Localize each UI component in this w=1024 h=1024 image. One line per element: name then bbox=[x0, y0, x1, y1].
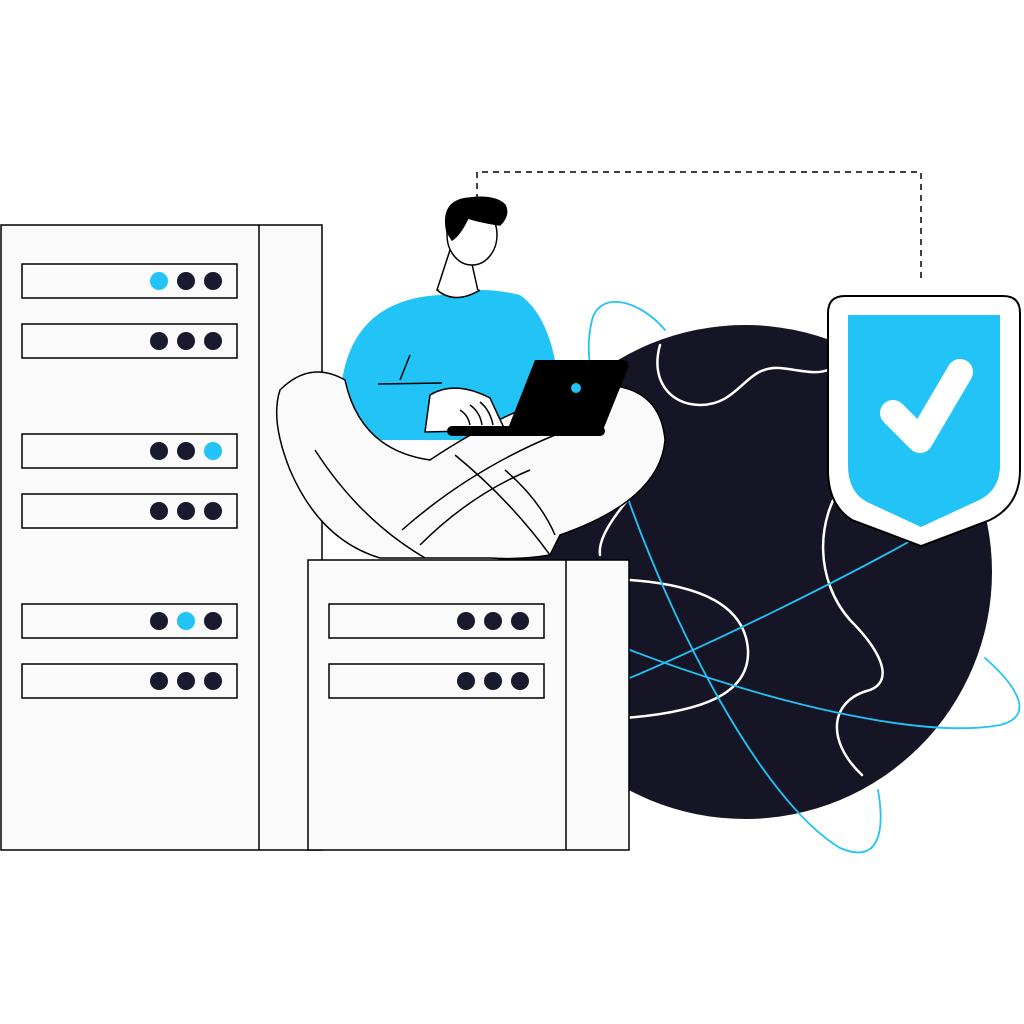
status-led-icon bbox=[204, 502, 222, 520]
status-led-icon bbox=[511, 672, 529, 690]
dashed-connector bbox=[476, 171, 922, 280]
server-slot bbox=[21, 663, 238, 699]
status-led-icon bbox=[177, 502, 195, 520]
status-led-icon bbox=[177, 672, 195, 690]
status-led-icon bbox=[204, 272, 222, 290]
status-led-icon bbox=[150, 272, 168, 290]
server-rack-left bbox=[0, 224, 323, 851]
status-led-icon bbox=[150, 332, 168, 350]
status-led-icon bbox=[484, 612, 502, 630]
server-slot bbox=[21, 493, 238, 529]
server-slot bbox=[328, 603, 545, 639]
server-slot bbox=[21, 263, 238, 299]
server-slot bbox=[328, 663, 545, 699]
server-slot bbox=[21, 603, 238, 639]
status-led-icon bbox=[177, 332, 195, 350]
server-slot bbox=[21, 433, 238, 469]
status-led-icon bbox=[457, 672, 475, 690]
status-led-icon bbox=[204, 672, 222, 690]
status-led-icon bbox=[150, 612, 168, 630]
status-led-icon bbox=[204, 332, 222, 350]
status-led-icon bbox=[484, 672, 502, 690]
status-led-icon bbox=[177, 272, 195, 290]
status-led-icon bbox=[177, 442, 195, 460]
laptop-icon bbox=[447, 360, 629, 436]
status-led-icon bbox=[204, 442, 222, 460]
status-led-icon bbox=[511, 612, 529, 630]
shield-check-icon bbox=[827, 295, 1021, 548]
server-rack-small bbox=[307, 559, 630, 851]
status-led-icon bbox=[177, 612, 195, 630]
status-led-icon bbox=[204, 612, 222, 630]
status-led-icon bbox=[457, 612, 475, 630]
status-led-icon bbox=[150, 442, 168, 460]
server-slot bbox=[21, 323, 238, 359]
status-led-icon bbox=[150, 502, 168, 520]
status-led-icon bbox=[150, 672, 168, 690]
